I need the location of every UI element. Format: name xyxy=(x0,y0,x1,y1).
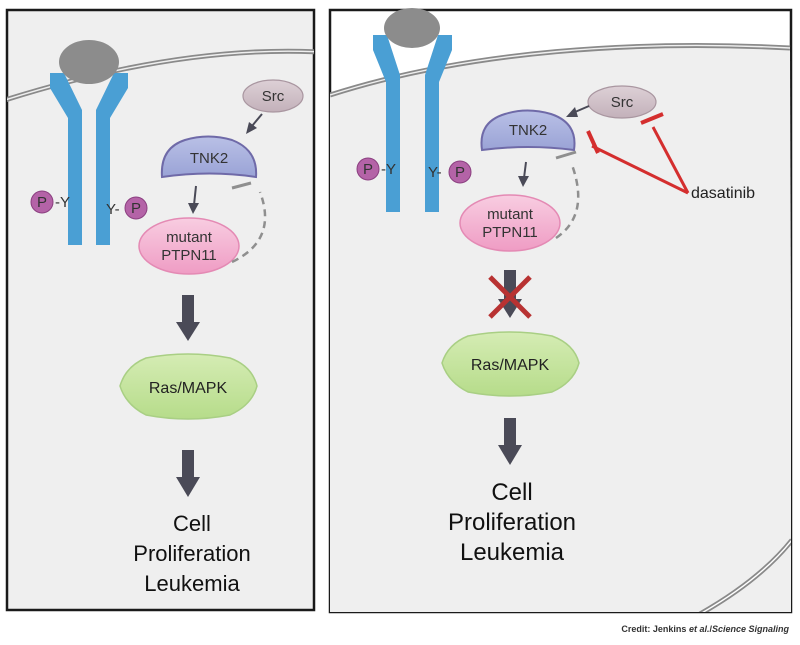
right-outcome-line-1: Cell xyxy=(491,479,532,506)
right-ras-node: Ras/MAPK xyxy=(441,331,580,397)
right-signal-arrow xyxy=(498,418,522,465)
right-ptpn11-label-2: PTPN11 xyxy=(482,224,538,241)
left-tnk2-label: TNK2 xyxy=(190,150,228,167)
right-p-left-label: P xyxy=(363,161,373,178)
credit-sep: / xyxy=(709,624,712,634)
left-outcome-line-1: Cell xyxy=(173,511,211,536)
left-phospho-right: Y- P xyxy=(106,196,148,220)
right-y-right-label: Y- xyxy=(428,164,442,181)
right-feedback-inhibition xyxy=(555,150,580,240)
credit-etal: et al. xyxy=(689,624,710,634)
right-outcome-line-3: Leukemia xyxy=(460,539,565,566)
left-ligand xyxy=(59,40,119,84)
right-p-right-label: P xyxy=(455,164,465,181)
dasatinib-inhibition: dasatinib xyxy=(586,112,755,202)
left-signal-arrow-1 xyxy=(176,295,200,341)
right-tnk2-node: TNK2 xyxy=(480,109,576,152)
right-tnk2-label: TNK2 xyxy=(509,122,547,139)
right-src-node: Src xyxy=(587,85,657,119)
left-tnk2-node: TNK2 xyxy=(160,135,258,179)
dasatinib-label: dasatinib xyxy=(691,185,755,202)
left-p-right-label: P xyxy=(131,200,141,217)
left-receptor xyxy=(50,40,128,245)
left-y-right-label: Y- xyxy=(106,201,120,218)
left-ras-node: Ras/MAPK xyxy=(119,353,258,420)
left-src-node: Src xyxy=(242,79,304,113)
left-ptpn11-label-1: mutant xyxy=(166,229,213,246)
left-feedback-inhibition xyxy=(231,181,267,264)
left-tnk2-to-ptpn11-arrow xyxy=(188,185,199,214)
left-ras-label: Ras/MAPK xyxy=(149,380,228,397)
right-outcome: Cell Proliferation Leukemia xyxy=(448,479,576,566)
left-src-to-tnk2-arrow xyxy=(246,113,263,134)
right-tnk2-to-ptpn11-arrow xyxy=(518,161,529,187)
right-ptpn11-label-1: mutant xyxy=(487,206,534,223)
left-outcome: Cell Proliferation Leukemia xyxy=(133,511,250,596)
left-signal-arrow-2 xyxy=(176,450,200,497)
credit-line: Credit: Jenkins et al./Science Signaling xyxy=(621,624,789,634)
right-ras-label: Ras/MAPK xyxy=(471,357,550,374)
left-p-left-label: P xyxy=(37,194,47,211)
left-y-left-label: -Y xyxy=(55,194,70,211)
right-panel: P -Y Y- P Src TNK2 mutant xyxy=(328,8,793,614)
left-ptpn11-label-2: PTPN11 xyxy=(161,247,217,264)
left-src-label: Src xyxy=(262,88,285,105)
right-src-to-tnk2-arrow xyxy=(566,105,590,117)
left-panel: P -Y Y- P Src TNK2 mutant xyxy=(5,8,316,612)
right-receptor xyxy=(373,8,452,212)
right-ptpn11-node: mutant PTPN11 xyxy=(459,194,561,252)
credit-prefix: Credit: Jenkins xyxy=(621,624,689,634)
left-ptpn11-node: mutant PTPN11 xyxy=(138,217,240,275)
block-x-icon xyxy=(488,275,532,319)
right-phospho-right: Y- P xyxy=(428,160,472,184)
left-phospho-left: P -Y xyxy=(30,190,70,214)
credit-journal: Science Signaling xyxy=(712,624,790,634)
right-ligand xyxy=(384,8,440,48)
right-outcome-line-2: Proliferation xyxy=(448,509,576,536)
right-phospho-left: P -Y xyxy=(356,157,396,181)
right-y-left-label: -Y xyxy=(381,161,396,178)
left-outcome-line-3: Leukemia xyxy=(144,571,240,596)
left-outcome-line-2: Proliferation xyxy=(133,541,250,566)
right-src-label: Src xyxy=(611,94,634,111)
